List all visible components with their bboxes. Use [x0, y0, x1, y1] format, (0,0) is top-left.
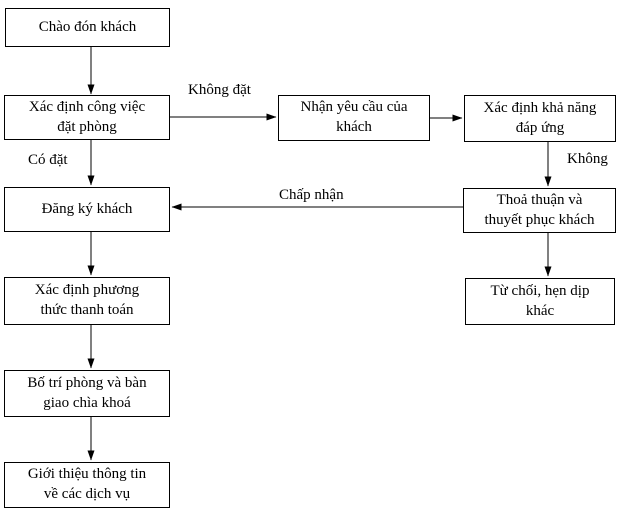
edge-label-accept: Chấp nhận	[279, 187, 344, 203]
node-receive-request: Nhận yêu cầu của khách	[278, 95, 430, 141]
node-assign-room-keys: Bố trí phòng và bàn giao chìa khoá	[4, 370, 170, 417]
node-negotiate-persuade: Thoả thuận và thuyết phục khách	[463, 188, 616, 233]
node-check-availability: Xác định khả năng đáp ứng	[464, 95, 616, 142]
node-refuse-reschedule: Từ chối, hẹn dịp khác	[465, 278, 615, 325]
node-determine-booking: Xác định công việc đặt phòng	[4, 95, 170, 140]
edge-label-no-booking: Không đặt	[188, 82, 251, 98]
node-welcome-guest: Chào đón khách	[5, 8, 170, 47]
edge-label-no: Không	[567, 151, 608, 167]
edge-label-has-booking: Có đặt	[28, 152, 68, 168]
node-register-guest: Đăng ký khách	[4, 187, 170, 232]
node-introduce-services: Giới thiệu thông tin về các dịch vụ	[4, 462, 170, 508]
node-payment-method: Xác định phương thức thanh toán	[4, 277, 170, 325]
